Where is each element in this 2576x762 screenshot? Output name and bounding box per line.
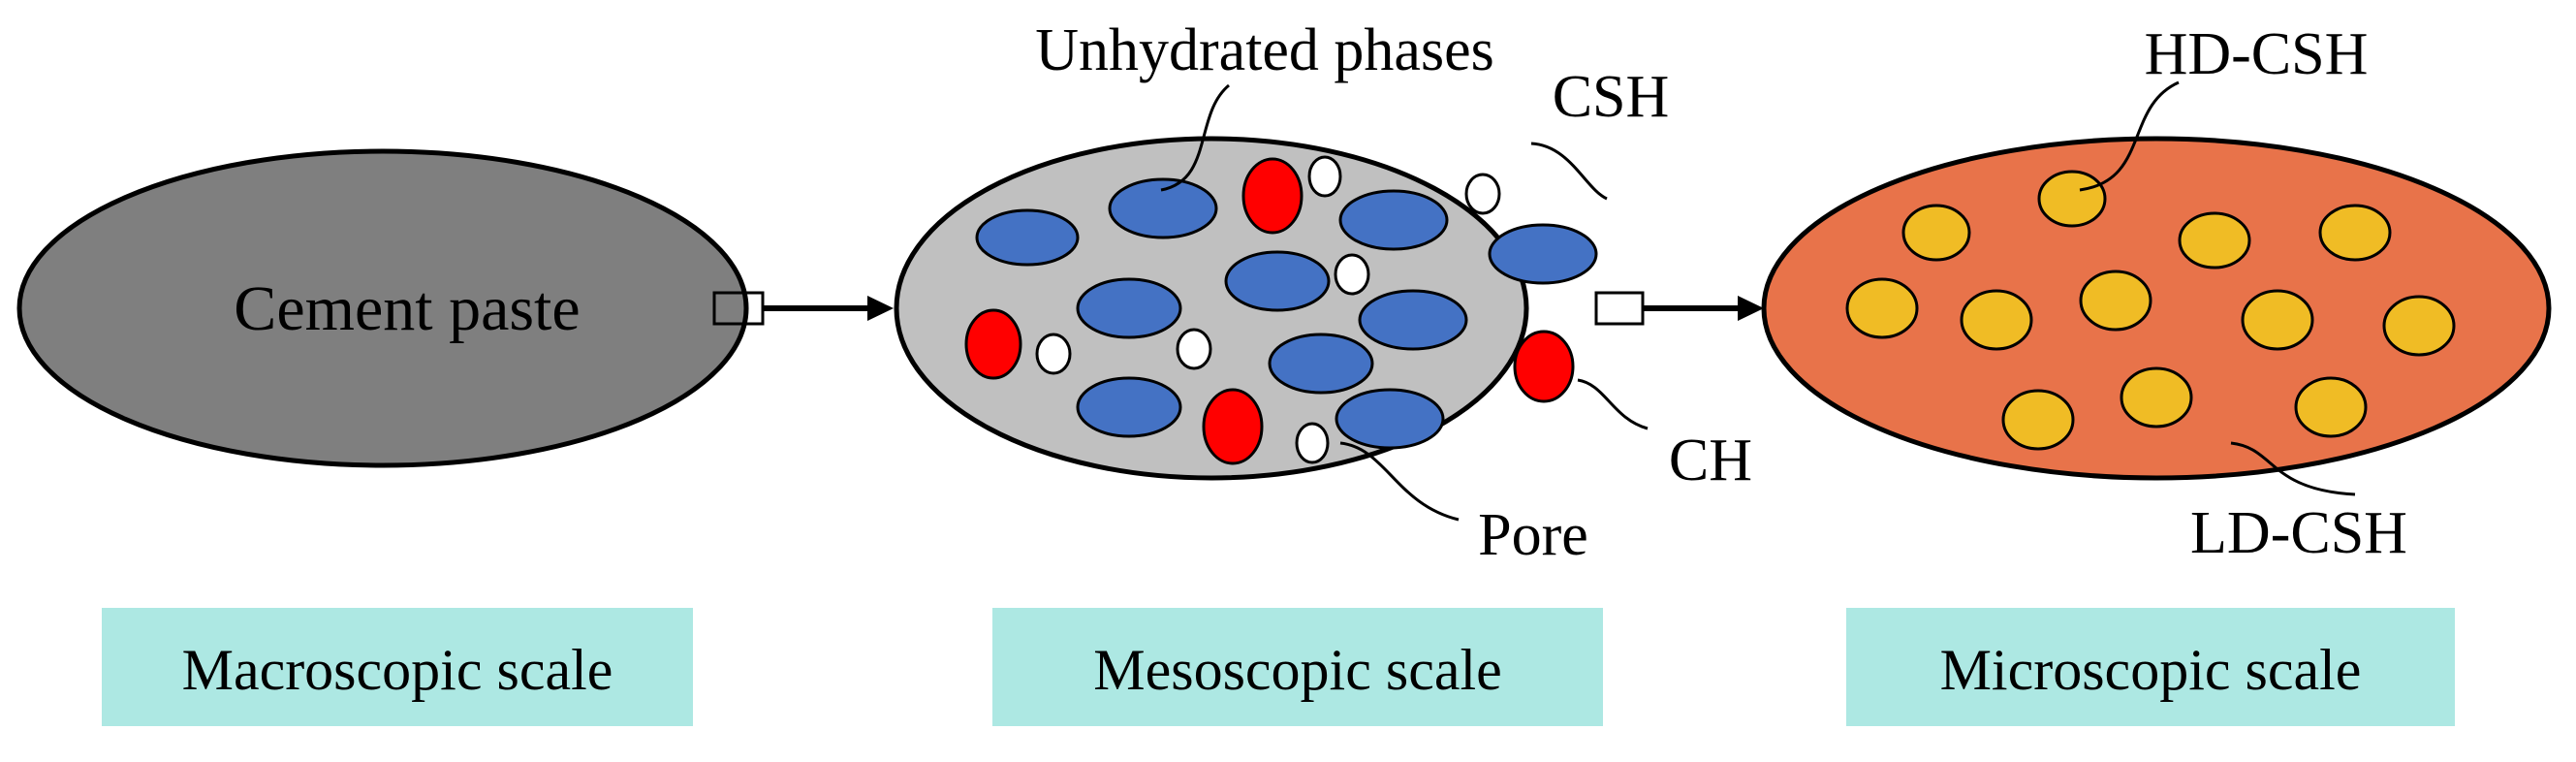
scale-box-macroscopic: Macroscopic scale — [102, 608, 693, 726]
ch-leader — [1577, 378, 1649, 430]
unhydrated-phases-label: Unhydrated phases — [1035, 17, 1493, 83]
unhydrated-phase-particle — [1358, 289, 1468, 351]
ch-particle — [1241, 157, 1304, 235]
hd-csh-particle — [2079, 270, 2152, 332]
mesoscopic-scale-label: Mesoscopic scale — [1093, 638, 1502, 702]
macro-panel: Cement paste — [16, 148, 765, 468]
unhydrated-phase-particle — [975, 208, 1080, 267]
hd-csh-particle — [2294, 376, 2368, 438]
pore-label: Pore — [1478, 502, 1588, 568]
unhydrated-phase-particle — [1488, 223, 1598, 285]
ch-label: CH — [1669, 428, 1752, 493]
unhydrated-phase-particle — [1335, 388, 1445, 450]
pore-particles — [1035, 155, 1501, 464]
meso-panel: Unhydrated phases CSH CH Pore — [894, 17, 1752, 568]
arrow-meso-to-micro — [1643, 296, 1764, 321]
unhydrated-leader — [1160, 83, 1230, 192]
hd-csh-particles — [1845, 170, 2456, 451]
ld-csh-label: LD-CSH — [2190, 500, 2407, 566]
microscopic-scale-label: Microscopic scale — [1940, 638, 2362, 702]
hd-csh-leader — [2079, 80, 2180, 192]
cement-paste-label: Cement paste — [234, 273, 580, 344]
pore-particle — [1334, 253, 1370, 296]
pore-leader — [1339, 441, 1460, 522]
ch-particle — [1513, 330, 1575, 403]
micro-panel: HD-CSH LD-CSH — [1761, 21, 2552, 566]
scale-box-microscopic: Microscopic scale — [1846, 608, 2455, 726]
pore-particle — [1464, 173, 1501, 215]
unhydrated-phase-particle — [1338, 189, 1449, 251]
unhydrated-phase-particle — [1268, 333, 1374, 395]
hd-csh-particle — [2120, 366, 2193, 429]
hd-csh-particle — [2241, 289, 2314, 351]
csh-label: CSH — [1553, 64, 1670, 130]
hd-csh-particle — [2382, 295, 2456, 357]
hd-csh-particle — [1901, 204, 1971, 262]
ch-particles — [964, 157, 1575, 465]
unhydrated-phase-particle — [1076, 376, 1182, 438]
ch-particle — [1202, 388, 1264, 465]
unhydrated-phase-particle — [1076, 277, 1182, 339]
pore-particle — [1176, 328, 1212, 370]
csh-leader — [1530, 142, 1608, 201]
unhydrated-phase-particles — [975, 177, 1598, 450]
hd-csh-particle — [1845, 277, 1919, 339]
hd-csh-particle — [1960, 289, 2033, 351]
pore-particle — [1295, 422, 1330, 464]
unhydrated-phase-particle — [1108, 177, 1218, 239]
meso-zoom-box — [1594, 291, 1645, 326]
pore-particle — [1307, 155, 1342, 198]
hd-csh-particle — [2318, 204, 2392, 262]
macro-ellipse — [16, 148, 749, 468]
macroscopic-scale-label: Macroscopic scale — [182, 638, 613, 702]
hd-csh-particle — [2037, 170, 2107, 228]
hd-csh-particle — [2001, 389, 2075, 451]
pore-particle — [1035, 333, 1072, 375]
unhydrated-phase-particle — [1224, 250, 1331, 312]
hd-csh-particle — [2178, 211, 2251, 270]
hd-csh-label: HD-CSH — [2145, 21, 2369, 87]
arrow-macro-to-meso — [763, 296, 894, 321]
ld-csh-leader — [2230, 441, 2356, 496]
ch-particle — [964, 308, 1022, 380]
scale-box-mesoscopic: Mesoscopic scale — [992, 608, 1603, 726]
